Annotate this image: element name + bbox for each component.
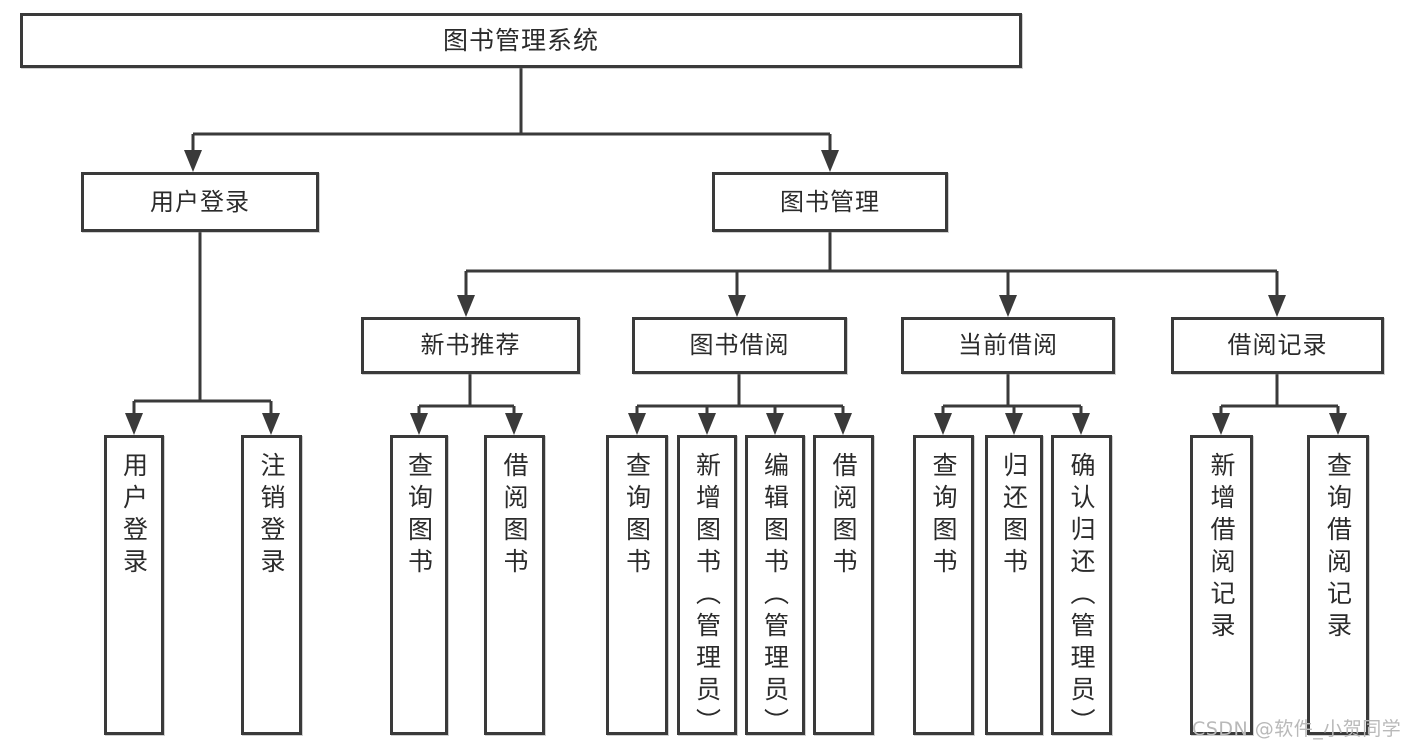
node-book-borrow[interactable]: 图书借阅	[632, 317, 847, 374]
csdn-watermark: CSDN @软件_小贺同学	[1192, 718, 1402, 740]
leaf-node[interactable]: 借阅图书	[813, 435, 874, 735]
node-book-management[interactable]: 图书管理	[712, 172, 948, 232]
leaf-node[interactable]: 查询借阅记录	[1307, 435, 1369, 735]
leaf-node-label: 用户登录	[119, 452, 149, 580]
leaf-node[interactable]: 归还图书	[985, 435, 1043, 735]
leaf-node-label: 新增图书（管理员）	[692, 452, 722, 740]
node-current-borrow[interactable]: 当前借阅	[901, 317, 1115, 374]
leaf-node-label: 查询借阅记录	[1323, 452, 1353, 644]
leaf-node[interactable]: 查询图书	[913, 435, 974, 735]
leaf-node-label: 新增借阅记录	[1207, 452, 1236, 644]
node-new-book-recommend[interactable]: 新书推荐	[361, 317, 580, 374]
leaf-node-label: 查询图书	[929, 452, 958, 580]
node-borrow-record[interactable]: 借阅记录	[1171, 317, 1384, 374]
leaf-node[interactable]: 新增借阅记录	[1190, 435, 1253, 735]
leaf-node[interactable]: 查询图书	[390, 435, 448, 735]
node-book-borrow-label: 图书借阅	[689, 331, 790, 360]
leaf-node-label: 确认归还（管理员）	[1067, 452, 1096, 740]
node-user-login[interactable]: 用户登录	[81, 172, 319, 232]
leaf-node[interactable]: 确认归还（管理员）	[1051, 435, 1112, 740]
node-borrow-record-label: 借阅记录	[1227, 331, 1328, 360]
leaf-node[interactable]: 用户登录	[104, 435, 164, 735]
leaf-node[interactable]: 查询图书	[606, 435, 668, 735]
node-root-book-management-system[interactable]: 图书管理系统	[20, 13, 1022, 68]
node-book-management-label: 图书管理	[780, 187, 880, 216]
node-root-label: 图书管理系统	[442, 25, 599, 55]
leaf-node[interactable]: 新增图书（管理员）	[677, 435, 737, 740]
leaf-node[interactable]: 编辑图书（管理员）	[745, 435, 805, 740]
leaf-node-label: 查询图书	[622, 452, 652, 580]
leaf-node-label: 借阅图书	[829, 452, 858, 580]
leaf-node[interactable]: 借阅图书	[484, 435, 545, 735]
node-new-book-recommend-label: 新书推荐	[420, 331, 521, 360]
node-user-login-label: 用户登录	[150, 187, 250, 216]
leaf-node-label: 借阅图书	[500, 452, 529, 580]
leaf-node-label: 编辑图书（管理员）	[760, 452, 790, 740]
leaf-node-label: 归还图书	[999, 452, 1029, 580]
leaf-node-label: 注销登录	[257, 452, 286, 580]
node-current-borrow-label: 当前借阅	[958, 331, 1058, 360]
leaf-node-label: 查询图书	[404, 452, 434, 580]
leaf-node[interactable]: 注销登录	[241, 435, 302, 735]
